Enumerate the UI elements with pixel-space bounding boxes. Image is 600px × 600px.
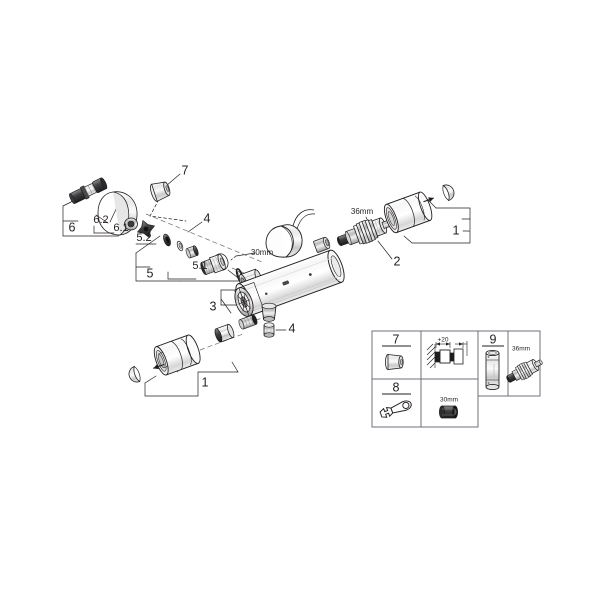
spanner-icon [379,400,412,418]
legend-box [371,330,543,428]
callout-6-1: 6.1 [113,222,128,234]
part-o-ring-lower [263,322,275,338]
part-check-valve-nipple [200,253,229,276]
wall-mount-dim-icon [426,341,468,369]
callout-1-right: 1 [453,223,460,237]
callout-7: 7 [182,163,189,177]
part-temperature-handle-right [383,184,455,234]
callout-5-1: 5.1 [192,260,207,272]
callout-1-lower: 1 [202,375,209,389]
part-wall-escutcheon [97,191,138,236]
part-eccentric-connector [69,177,108,204]
callout-5-2: 5.2 [136,232,151,244]
part-cap-nut [150,181,171,202]
fixing-screw-icon [153,363,165,370]
callout-labels: 1 2 3 4 4 5 5.1 5.2 6 6.1 6.2 7 1 [69,163,460,389]
part-mixer-body [234,209,345,322]
callout-2: 2 [394,254,401,268]
callout-4-lower: 4 [289,321,296,335]
dimension-labels: 36mm 30mm 36mm 30mm +20 [251,207,530,404]
part-volume-handle-left [128,314,258,383]
legend-number-7: 7 [393,332,400,346]
callout-4-upper: 4 [204,211,211,225]
dim-30mm-main: 30mm [251,248,274,257]
dim-plus20-legend: +20 [437,337,448,344]
dim-36mm-legend: 36mm [512,346,530,353]
filter-sleeve-icon [485,349,500,391]
legend-number-8: 8 [393,380,400,394]
part-filter-washer-set [136,219,199,259]
aerator-icon [438,405,458,419]
cartridge-icon [506,359,543,383]
legend-number-9: 9 [490,332,497,346]
dim-30mm-legend: 30mm [440,397,458,404]
part-thermostatic-cartridge [337,217,394,247]
fixing-screw-icon [423,197,434,203]
legend-numbers: 7 9 8 [393,332,497,394]
cap-nut-icon [384,354,404,370]
dim-36mm-main: 36mm [351,207,374,216]
callout-6: 6 [69,220,76,234]
callout-3: 3 [210,299,217,313]
callout-6-2: 6.2 [93,214,108,226]
callout-5: 5 [147,266,154,280]
